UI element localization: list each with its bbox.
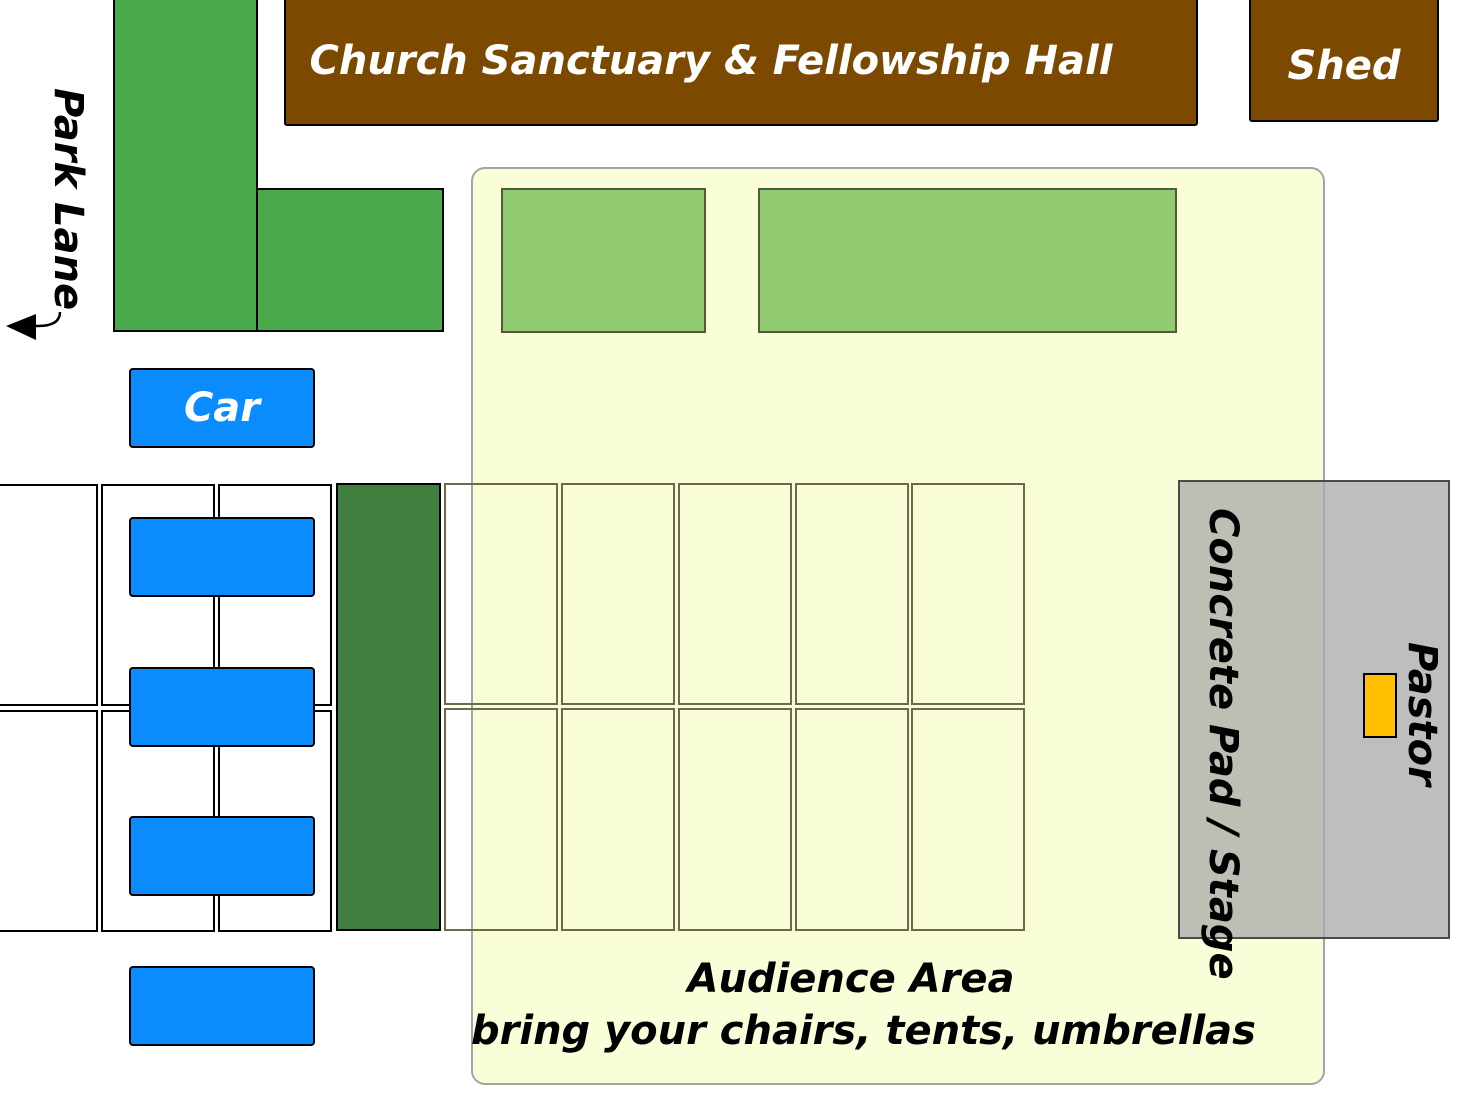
car: Car xyxy=(129,368,315,448)
audience-plot xyxy=(444,708,558,931)
stage-label: Concrete Pad / Stage xyxy=(1198,508,1248,980)
car xyxy=(129,966,315,1046)
audience-title: Audience Area xyxy=(687,956,1015,1002)
planting-strip-horizontal xyxy=(256,188,444,332)
car xyxy=(129,816,315,896)
car-label: Car xyxy=(183,385,261,431)
parking-slot xyxy=(0,484,98,706)
audience-plot xyxy=(678,708,792,931)
audience-plot xyxy=(561,483,675,705)
shed-label: Shed xyxy=(1287,43,1401,89)
car xyxy=(129,667,315,747)
sanctuary-label: Church Sanctuary & Fellowship Hall xyxy=(309,38,1113,84)
stage-pad xyxy=(1178,480,1450,939)
audience-plot xyxy=(795,708,909,931)
car xyxy=(129,517,315,597)
pastor-label: Pastor xyxy=(1398,642,1446,786)
stage-label-text: Concrete Pad / Stage xyxy=(1200,508,1246,980)
audience-plot xyxy=(561,708,675,931)
pastor-marker xyxy=(1363,673,1397,738)
audience-plot xyxy=(444,483,558,705)
hedge-strip xyxy=(336,483,441,931)
planting-strip-vertical xyxy=(113,0,258,332)
sanctuary-building: Church Sanctuary & Fellowship Hall xyxy=(284,0,1198,126)
park-lane-label: Park Lane xyxy=(40,88,96,310)
audience-plot xyxy=(795,483,909,705)
shed-building: Shed xyxy=(1249,0,1439,122)
garden-bed-left xyxy=(501,188,706,333)
audience-plot xyxy=(911,483,1025,705)
audience-plot xyxy=(678,483,792,705)
audience-plot xyxy=(911,708,1025,931)
arrow-left-icon xyxy=(6,311,62,340)
audience-subtitle: bring your chairs, tents, umbrellas xyxy=(471,1008,1256,1054)
park-lane-text: Park Lane xyxy=(45,88,91,311)
parking-slot xyxy=(0,710,98,932)
garden-bed-right xyxy=(758,188,1177,333)
pastor-label-text: Pastor xyxy=(1399,642,1445,786)
